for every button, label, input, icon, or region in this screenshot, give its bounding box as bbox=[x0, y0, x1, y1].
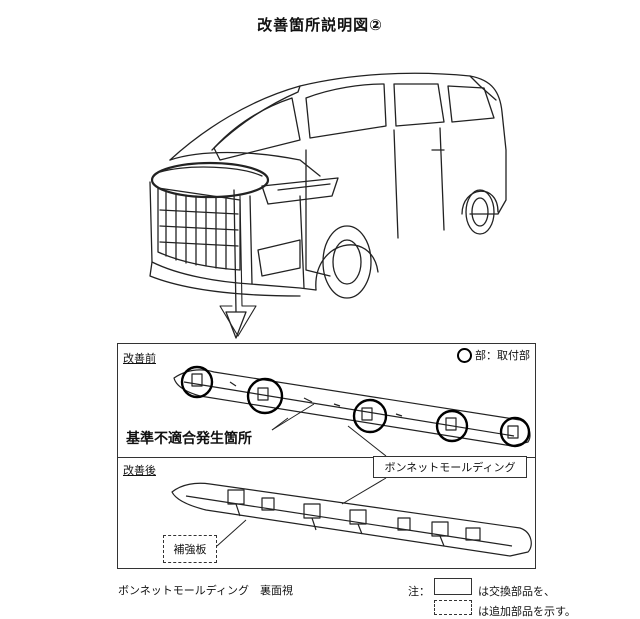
detail-panel bbox=[117, 343, 536, 569]
added-parts-legend-box bbox=[434, 600, 472, 615]
added-parts-note: は追加部品を示す。 bbox=[478, 605, 576, 618]
nonconformity-label: 基準不適合発生箇所 bbox=[126, 431, 252, 447]
after-improvement-label: 改善後 bbox=[123, 464, 156, 477]
panel-divider bbox=[117, 457, 536, 458]
figure-caption: ボンネットモールディング 裏面視 bbox=[118, 584, 294, 597]
exchange-parts-note: は交換部品を、 bbox=[478, 585, 555, 598]
attachment-legend: 部：取付部 bbox=[457, 347, 530, 363]
diagram-title: 改善箇所説明図② bbox=[257, 16, 383, 34]
circle-marker-icon bbox=[457, 347, 472, 363]
reinforcement-plate-callout: 補強板 bbox=[163, 535, 217, 563]
bonnet-molding-callout-text: ボンネットモールディング bbox=[384, 461, 516, 474]
exchange-parts-legend-box bbox=[434, 578, 472, 595]
attachment-legend-text: 部：取付部 bbox=[475, 349, 530, 362]
bonnet-molding-callout: ボンネットモールディング bbox=[373, 456, 527, 478]
reinforcement-plate-text: 補強板 bbox=[173, 543, 207, 556]
before-improvement-label: 改善前 bbox=[123, 352, 156, 365]
note-prefix: 注： bbox=[408, 585, 430, 598]
